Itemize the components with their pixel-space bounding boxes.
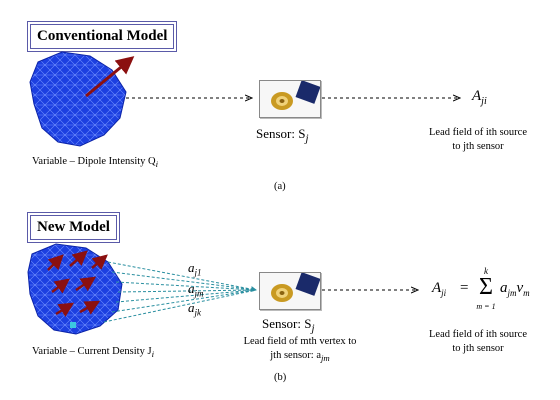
conventional-model-title: Conventional Model bbox=[27, 21, 178, 52]
variable-label-bottom: Variable – Current Density Ji bbox=[32, 346, 154, 360]
sensor-image-bottom bbox=[259, 272, 321, 310]
equation-upper-limit: k bbox=[484, 266, 488, 276]
variable-label-top: Variable – Dipole Intensity Qi bbox=[32, 156, 159, 170]
sensor-label-top: Sensor: Sj bbox=[256, 126, 309, 145]
sum-symbol: Σ bbox=[479, 274, 493, 300]
new-model-title: New Model bbox=[27, 212, 120, 243]
equation-lhs: Aji bbox=[432, 280, 447, 298]
lead-field-equation: Aji = k Σ m = 1 ajmvm bbox=[432, 266, 542, 318]
lead-field-description-top: Lead field of ith source to jth sensor bbox=[429, 127, 527, 152]
cortical-mesh-bottom bbox=[27, 243, 123, 335]
dipole-arrow bbox=[85, 56, 135, 98]
caption-a: (a) bbox=[274, 181, 286, 192]
lead-field-description-bottom: Lead field of ith source to jth sensor bbox=[429, 329, 527, 354]
equation-lower-limit: m = 1 bbox=[476, 302, 496, 311]
new-model-title-text: New Model bbox=[30, 215, 117, 240]
coefficient-jk: ajk bbox=[188, 300, 201, 318]
mesh-corner-highlight bbox=[70, 322, 76, 328]
lead-field-fan bbox=[103, 261, 257, 323]
vertex-lead-field-note: Lead field of mth vertex to jth sensor: … bbox=[243, 336, 357, 364]
sensor-image-top bbox=[259, 80, 321, 118]
equation-term: ajmvm bbox=[500, 280, 530, 298]
caption-b: (b) bbox=[274, 372, 287, 383]
coefficient-j1: aj1 bbox=[188, 260, 202, 278]
lead-field-symbol-top: Aji bbox=[472, 88, 487, 107]
sensor-label-bottom: Sensor: Sj bbox=[262, 316, 315, 335]
current-density-arrows bbox=[47, 250, 108, 317]
conventional-model-title-text: Conventional Model bbox=[30, 24, 175, 49]
equation-equals: = bbox=[460, 280, 469, 296]
coefficient-jm: ajm bbox=[188, 281, 204, 299]
cortical-mesh-top bbox=[29, 51, 127, 147]
